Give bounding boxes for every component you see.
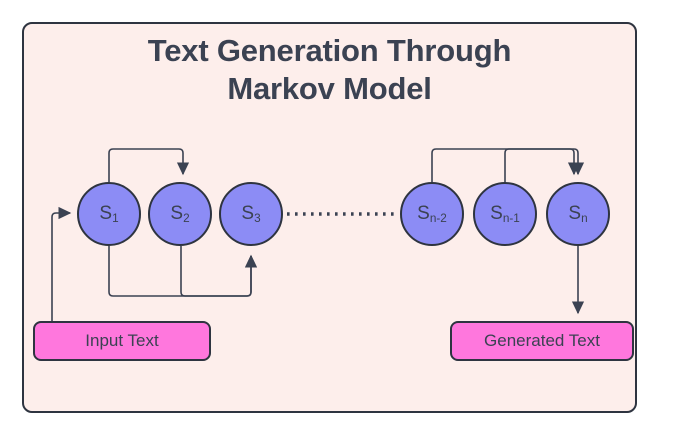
generated-text-label: Generated Text	[484, 331, 600, 350]
state-label-sn2: Sn-2	[417, 203, 447, 226]
state-node-sn2[interactable]: Sn-2	[400, 182, 464, 246]
state-label-s1: S1	[99, 203, 119, 226]
state-label-s3: S3	[241, 203, 261, 226]
state-node-sn1[interactable]: Sn-1	[473, 182, 537, 246]
state-node-s1[interactable]: S1	[77, 182, 141, 246]
title-strong: Text Generation	[147, 33, 379, 68]
state-label-sn: Sn	[568, 203, 588, 226]
state-node-s2[interactable]: S2	[148, 182, 212, 246]
state-label-sn1: Sn-1	[490, 203, 520, 226]
state-node-s3[interactable]: S3	[219, 182, 283, 246]
state-label-s2: S2	[170, 203, 190, 226]
state-node-sn[interactable]: Sn	[546, 182, 610, 246]
input-text-node[interactable]: Input Text	[33, 321, 211, 361]
generated-text-node[interactable]: Generated Text	[450, 321, 634, 361]
title-line-2: Markov Model	[227, 70, 432, 106]
title-line-1: Text Generation Through	[22, 32, 637, 70]
title-rest: Through	[386, 33, 512, 68]
page-title: Text Generation Through Markov Model	[22, 32, 637, 108]
input-text-label: Input Text	[85, 331, 159, 350]
